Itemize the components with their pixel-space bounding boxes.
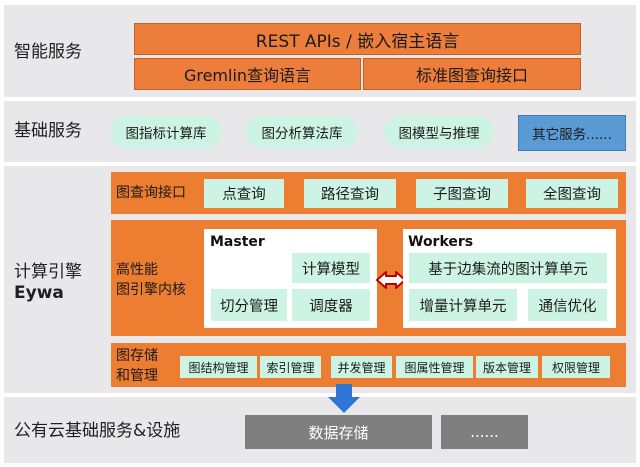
basic-service-item-text: 图分析算法库 <box>261 126 343 142</box>
gremlin-box: Gremlin查询语言 <box>134 58 361 90</box>
storage-item-text: 并发管理 <box>337 360 386 375</box>
workers-item-text: 基于边集流的图计算单元 <box>428 261 588 278</box>
workers-title: Workers <box>408 234 474 250</box>
more-cloud-text: ...... <box>470 423 499 441</box>
engine-kernel-label-line2: 图引擎内核 <box>116 282 186 298</box>
storage-management-label-line1: 图存储 <box>116 348 158 364</box>
master-item: 切分管理 <box>211 289 287 321</box>
storage-item: 图结构管理 <box>180 356 257 378</box>
workers-item: 基于边集流的图计算单元 <box>409 253 607 283</box>
query-item-text: 路径查询 <box>321 187 379 203</box>
basic-service-item: 图分析算法库 <box>246 116 358 148</box>
master-title: Master <box>210 234 265 250</box>
compute-engine-label: 计算引擎 Eywa <box>14 262 82 304</box>
other-services-box: 其它服务...... <box>518 115 626 151</box>
query-item-text: 子图查询 <box>433 187 491 203</box>
query-item-text: 点查询 <box>222 187 266 203</box>
master-item: 计算模型 <box>292 253 370 283</box>
query-item-text: 全图查询 <box>543 187 601 203</box>
data-storage-box: 数据存储 <box>245 415 432 449</box>
workers-item-text: 通信优化 <box>538 298 597 315</box>
engine-kernel-label-line1: 高性能 <box>116 262 158 278</box>
storage-item-text: 版本管理 <box>482 360 531 375</box>
gremlin-text: Gremlin查询语言 <box>183 66 312 85</box>
compute-engine-label-line1: 计算引擎 <box>14 262 82 282</box>
storage-item-text: 权限管理 <box>551 360 600 375</box>
query-item: 子图查询 <box>416 179 508 208</box>
data-storage-text: 数据存储 <box>308 423 369 442</box>
standard-query-text: 标准图查询接口 <box>415 66 528 85</box>
storage-item: 并发管理 <box>331 356 392 378</box>
query-item: 全图查询 <box>526 179 618 208</box>
rest-api-box: REST APIs / 嵌入宿主语言 <box>134 23 581 55</box>
master-item-text: 切分管理 <box>220 298 278 315</box>
other-services-text: 其它服务...... <box>532 127 612 143</box>
storage-item: 索引管理 <box>260 356 321 378</box>
compute-engine-label-line2: Eywa <box>14 283 64 303</box>
storage-item-text: 索引管理 <box>266 360 315 375</box>
query-item: 路径查询 <box>304 179 396 208</box>
standard-query-box: 标准图查询接口 <box>363 58 581 90</box>
workers-item: 通信优化 <box>528 289 607 321</box>
cloud-infra-label: 公有云基础服务&设施 <box>14 421 181 441</box>
down-arrow-icon <box>328 384 360 413</box>
storage-management-label-line2: 和管理 <box>116 368 158 384</box>
master-item-text: 调度器 <box>309 298 353 315</box>
basic-service-item: 图指标计算库 <box>110 116 222 148</box>
master-item: 调度器 <box>292 289 370 321</box>
basic-service-item: 图模型与推理 <box>384 116 494 148</box>
engine-kernel-label: 高性能 图引擎内核 <box>116 260 186 300</box>
storage-item: 版本管理 <box>476 356 538 378</box>
storage-item-text: 图属性管理 <box>404 360 465 375</box>
query-interface-label: 图查询接口 <box>116 185 186 201</box>
storage-item-text: 图结构管理 <box>188 360 249 375</box>
query-item: 点查询 <box>204 179 284 208</box>
basic-service-item-text: 图模型与推理 <box>398 126 480 142</box>
storage-management-label: 图存储 和管理 <box>116 346 158 386</box>
rest-api-text: REST APIs / 嵌入宿主语言 <box>255 31 460 52</box>
storage-item: 图属性管理 <box>396 356 473 378</box>
smart-service-label: 智能服务 <box>14 42 82 62</box>
storage-item: 权限管理 <box>542 356 610 378</box>
basic-service-label: 基础服务 <box>14 121 82 141</box>
basic-service-item-text: 图指标计算库 <box>125 126 207 142</box>
workers-item-text: 增量计算单元 <box>419 298 507 315</box>
master-item-text: 计算模型 <box>302 261 360 278</box>
workers-item: 增量计算单元 <box>409 289 517 321</box>
more-cloud-box: ...... <box>441 415 528 449</box>
